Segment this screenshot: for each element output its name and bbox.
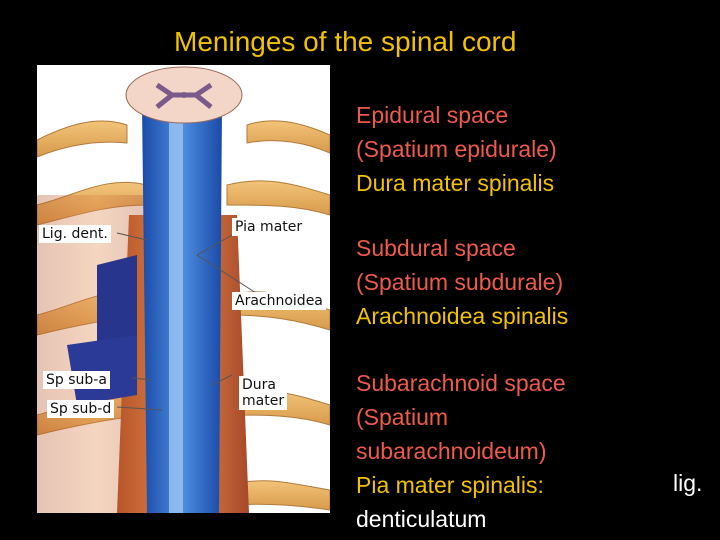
subarachnoid-line5: denticulatum [356, 506, 487, 532]
epidural-line3: Dura mater spinalis [356, 170, 555, 196]
spinal-cord-illustration: Lig. dent. Pia mater Arachnoidea Sp sub-… [37, 65, 330, 513]
subarachnoid-line3: subarachnoideum) [356, 438, 547, 464]
subarachnoid-line2: (Spatium [356, 404, 449, 430]
subarachnoid-line1: Subarachnoid space [356, 370, 566, 396]
label-arachnoidea: Arachnoidea [232, 292, 326, 310]
epidural-section: Epidural space (Spatium epidurale) Dura … [356, 98, 557, 200]
slide-title: Meninges of the spinal cord [174, 26, 517, 57]
spinal-cord-drawing [37, 66, 330, 513]
label-sp-sub-d: Sp sub-d [47, 400, 115, 418]
subdural-line1: Subdural space [356, 235, 516, 261]
subarachnoid-line4: Pia mater spinalis: [356, 472, 544, 498]
subdural-line3: Arachnoidea spinalis [356, 303, 569, 329]
label-sp-sub-a: Sp sub-a [43, 371, 110, 389]
subdural-line2: (Spatium subdurale) [356, 269, 564, 295]
subarachnoid-section: Subarachnoid space (Spatium subarachnoid… [356, 366, 566, 536]
label-dura-mater-line1: Dura [242, 377, 276, 393]
label-pia-mater: Pia mater [232, 218, 306, 236]
subdural-section: Subdural space (Spatium subdurale) Arach… [356, 231, 568, 333]
subarachnoid-lig-label: lig. [673, 470, 703, 496]
label-dura-mater-line2: mater [242, 393, 285, 409]
epidural-line1: Epidural space [356, 102, 509, 128]
epidural-line2: (Spatium epidurale) [356, 136, 557, 162]
label-dura-mater: Dura mater [239, 376, 288, 410]
label-lig-dent: Lig. dent. [39, 225, 111, 243]
